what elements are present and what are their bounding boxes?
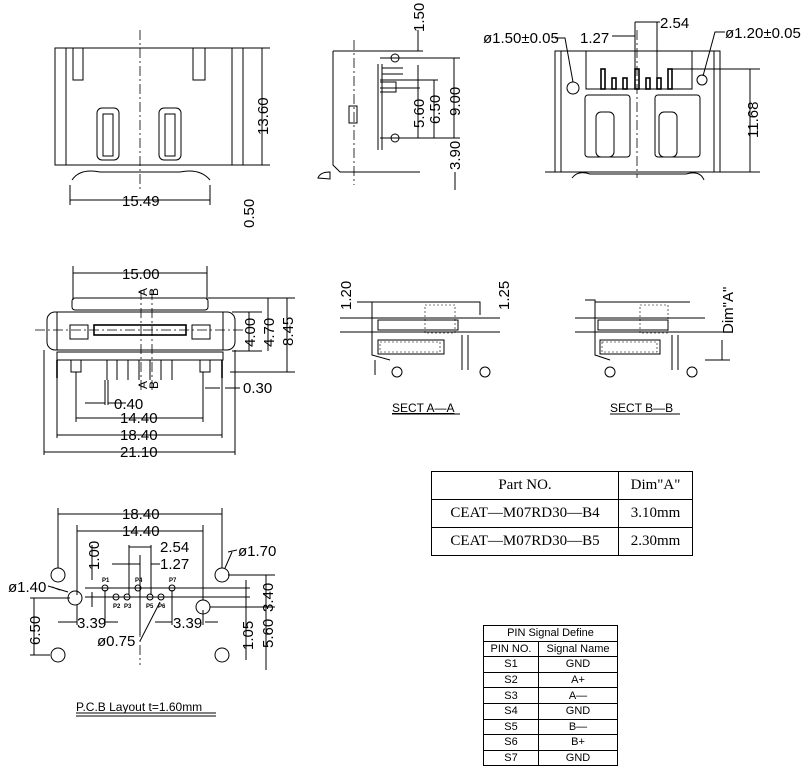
section-a-a: 1.20 1.25 SECT A—A xyxy=(338,281,513,415)
pin-label-p3: P3 xyxy=(124,604,132,610)
section-b-b: Dim"A" SECT B—B xyxy=(575,287,737,415)
pin-label-p5: P5 xyxy=(146,604,154,610)
pcb-right-off: 3.39 xyxy=(173,615,202,632)
dim-rear-height: 11.68 xyxy=(745,102,762,138)
dim-hole-right: ø1.20±0.05 xyxy=(725,25,801,42)
dim-offset: 0.50 xyxy=(241,199,258,228)
header-dim-a: Dim"A" xyxy=(618,471,693,500)
signal-name: B+ xyxy=(538,734,618,751)
dim-pitch: 2.54 xyxy=(660,15,689,32)
pin-label-p7: P7 xyxy=(169,578,177,584)
sect-a1-marker: A xyxy=(136,381,150,389)
dim-side-top: 1.50 xyxy=(411,3,428,32)
rear-pins xyxy=(600,68,673,90)
dim-a-value: 3.10mm xyxy=(618,499,693,528)
front-pins xyxy=(106,360,173,380)
signal-name: A— xyxy=(538,687,618,704)
pcb-offset: 1.00 xyxy=(86,541,103,570)
signal-name: B— xyxy=(538,718,618,736)
pcb-pin-holes xyxy=(101,584,176,601)
pcb-v4: 3.40 xyxy=(260,583,277,612)
dim-w3: 21.10 xyxy=(120,444,158,461)
front-view-top: 15.49 13.60 0.50 xyxy=(54,30,272,228)
table-row: CEAT—M07RD30—B4 3.10mm xyxy=(431,499,693,528)
pin-label-p4: P4 xyxy=(135,578,143,584)
dim-a-label: Dim"A" xyxy=(720,287,737,334)
header-pin-no: PIN NO. xyxy=(483,640,539,658)
part-no: CEAT—M07RD30—B5 xyxy=(431,527,619,556)
sect-b-marker: B xyxy=(147,288,161,296)
pcb-half-pitch: 1.27 xyxy=(160,556,189,573)
signal-name: A+ xyxy=(538,671,618,689)
dim-h2: 4.70 xyxy=(261,318,278,347)
header-part-no: Part NO. xyxy=(431,471,619,500)
signal-name: GND xyxy=(538,656,618,673)
pin-no: S2 xyxy=(483,671,539,689)
table-header-row: Part NO. Dim"A" xyxy=(431,471,693,500)
dim-side-d2: 6.50 xyxy=(427,95,444,124)
dim-side-d3: 9.00 xyxy=(447,87,464,116)
pin-label-p1: P1 xyxy=(102,578,110,584)
dim-a-value: 2.30mm xyxy=(618,527,693,556)
dim-side-d1: 5.60 xyxy=(411,99,428,128)
dim-side-bottom: 3.90 xyxy=(447,141,464,170)
side-view: 1.50 5.60 6.50 9.00 3.90 xyxy=(317,3,464,190)
header-signal-name: Signal Name xyxy=(538,640,618,658)
dim-w2: 18.40 xyxy=(120,427,158,444)
pcb-left-off: 3.39 xyxy=(77,615,106,632)
pin-no: S1 xyxy=(483,656,539,673)
part-number-table: Part NO. Dim"A" CEAT—M07RD30—B4 3.10mm C… xyxy=(431,471,693,556)
pin-no: S4 xyxy=(483,702,539,720)
rear-view: ø1.50±0.05 1.27 2.54 ø1.20±0.05 11.68 xyxy=(483,15,801,181)
dim-w1: 14.40 xyxy=(120,410,158,427)
pin-no: S5 xyxy=(483,718,539,736)
dim-pitch-half: 1.27 xyxy=(580,30,609,47)
dim-hole-left: ø1.50±0.05 xyxy=(483,30,559,47)
pcb-w2: 14.40 xyxy=(122,523,160,540)
signal-name: GND xyxy=(538,702,618,720)
pcb-v3: 5.60 xyxy=(260,619,277,648)
pin-no: S7 xyxy=(483,749,539,767)
table-row: CEAT—M07RD30—B5 2.30mm xyxy=(431,527,693,556)
section-aa-label: SECT A—A xyxy=(392,401,454,415)
dim-h3: 8.45 xyxy=(280,317,297,346)
pin-no: S3 xyxy=(483,687,539,704)
dim-aa-1: 1.20 xyxy=(338,281,355,310)
pin-no: S6 xyxy=(483,734,539,751)
pcb-v2: 1.05 xyxy=(240,621,257,650)
pcb-w1: 18.40 xyxy=(122,506,160,523)
dim-h1: 4.00 xyxy=(242,318,259,347)
section-bb-label: SECT B—B xyxy=(610,401,673,415)
pin-signal-table: PIN Signal Define PIN NO. Signal Name S1… xyxy=(483,625,618,767)
pin-label-p6: P6 xyxy=(158,604,166,610)
sect-b1-marker: B xyxy=(147,381,161,389)
front-view: 15.00 A B A B 4.00 4.70 8.45 0.30 0.40 1… xyxy=(35,266,297,461)
dim-top-width: 15.00 xyxy=(122,266,160,283)
pin-table-title: PIN Signal Define xyxy=(483,625,618,642)
pcb-mid-hole: ø1.40 xyxy=(8,579,46,596)
part-no: CEAT—M07RD30—B4 xyxy=(431,499,619,528)
sect-a-marker: A xyxy=(136,288,150,296)
pcb-big-hole: ø1.70 xyxy=(238,543,276,560)
dim-width: 15.49 xyxy=(122,193,160,210)
dim-height: 13.60 xyxy=(255,97,272,135)
pcb-pitch: 2.54 xyxy=(160,539,189,556)
dim-pin-w: 0.40 xyxy=(114,396,143,413)
pcb-pin-hole: ø0.75 xyxy=(97,633,135,650)
pin-label-p2: P2 xyxy=(113,604,121,610)
signal-name: GND xyxy=(538,749,618,767)
dim-aa-2: 1.25 xyxy=(496,281,513,310)
pcb-layout: 18.40 14.40 2.54 1.27 1.00 P1 P2 P3 P4 P… xyxy=(8,506,277,717)
dim-t: 0.30 xyxy=(243,380,272,397)
pcb-v1: 6.50 xyxy=(27,616,44,645)
pcb-layout-title: P.C.B Layout t=1.60mm xyxy=(76,700,202,714)
